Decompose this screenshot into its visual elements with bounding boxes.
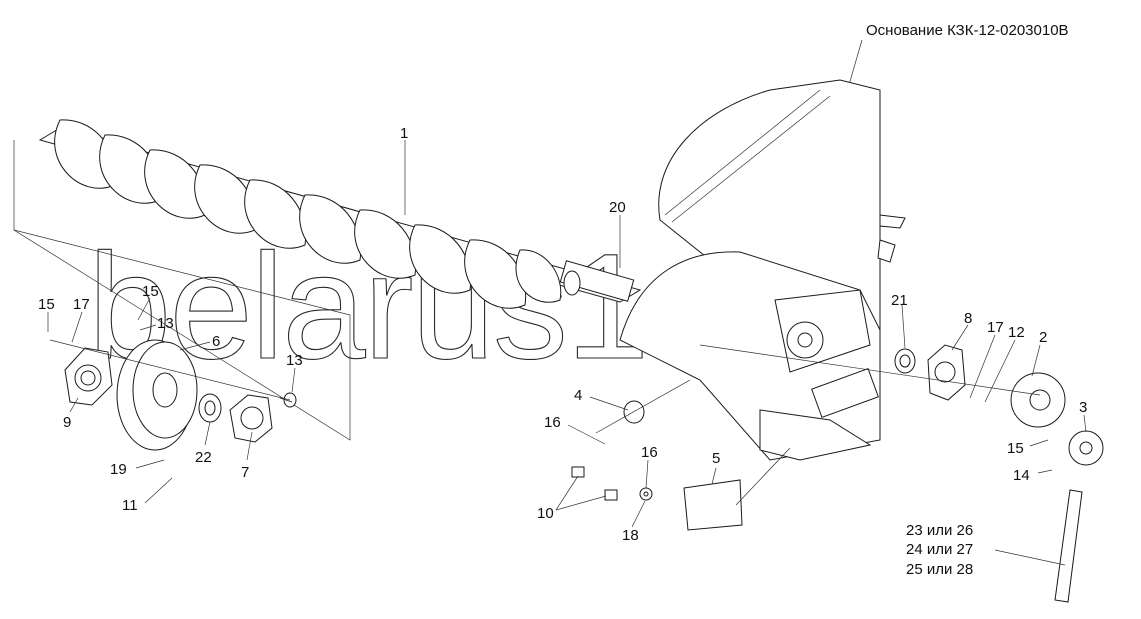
label-part-17a: 17 [73, 296, 90, 313]
label-part-9: 9 [63, 414, 71, 431]
label-part-15c: 15 [1007, 440, 1024, 457]
label-part-1: 1 [400, 125, 408, 142]
part-10-bolts [571, 466, 618, 501]
part-4-plate [623, 400, 645, 424]
label-part-7: 7 [241, 464, 249, 481]
label-part-12: 12 [1008, 324, 1025, 341]
label-part-21: 21 [891, 292, 908, 309]
label-part-11: 11 [122, 497, 138, 514]
label-part-4: 4 [574, 387, 582, 404]
part-9-flange [64, 347, 113, 406]
label-part-6: 6 [212, 333, 220, 350]
part-labels: 1 20 15 17 15 13 6 13 9 22 7 19 11 4 16 … [38, 125, 1087, 544]
part-21-bearing [894, 348, 916, 374]
part-2-sprocket [1010, 372, 1066, 428]
auger-screw [38, 119, 642, 309]
diagram-title: Основание КЗК-12-0203010В [866, 22, 1069, 39]
label-part-3: 3 [1079, 399, 1087, 416]
chain [1054, 489, 1083, 603]
part-22-bearing [198, 393, 222, 423]
label-part-5: 5 [712, 450, 720, 467]
label-part-20: 20 [609, 199, 626, 216]
chain-label-1: 23 или 26 [906, 522, 973, 539]
label-part-18: 18 [622, 527, 639, 544]
part-7-flange [229, 394, 273, 443]
label-part-16a: 16 [544, 414, 561, 431]
part-18-washer [639, 487, 653, 501]
label-part-2: 2 [1039, 329, 1047, 346]
base-housing [619, 79, 906, 461]
label-part-19: 19 [110, 461, 127, 478]
label-part-15b: 15 [142, 283, 159, 300]
chain-label-3: 25 или 28 [906, 561, 973, 578]
part-8-flange [927, 344, 966, 401]
part-5-plate [683, 479, 743, 531]
label-part-16b: 16 [641, 444, 658, 461]
leader-lines [47, 140, 1087, 566]
label-part-13b: 13 [286, 352, 303, 369]
label-part-14: 14 [1013, 467, 1030, 484]
part-3-sprocket [1068, 430, 1104, 466]
part-13-bolt [279, 392, 297, 408]
label-part-13a: 13 [157, 315, 174, 332]
label-part-15a: 15 [38, 296, 55, 313]
label-part-22: 22 [195, 449, 212, 466]
label-part-10: 10 [537, 505, 554, 522]
part-6-disc [116, 339, 198, 451]
chain-label-2: 24 или 27 [906, 541, 973, 558]
chain-labels: 23 или 26 24 или 27 25 или 28 [906, 522, 973, 578]
label-part-17b: 17 [987, 319, 1004, 336]
label-part-8: 8 [964, 310, 972, 327]
